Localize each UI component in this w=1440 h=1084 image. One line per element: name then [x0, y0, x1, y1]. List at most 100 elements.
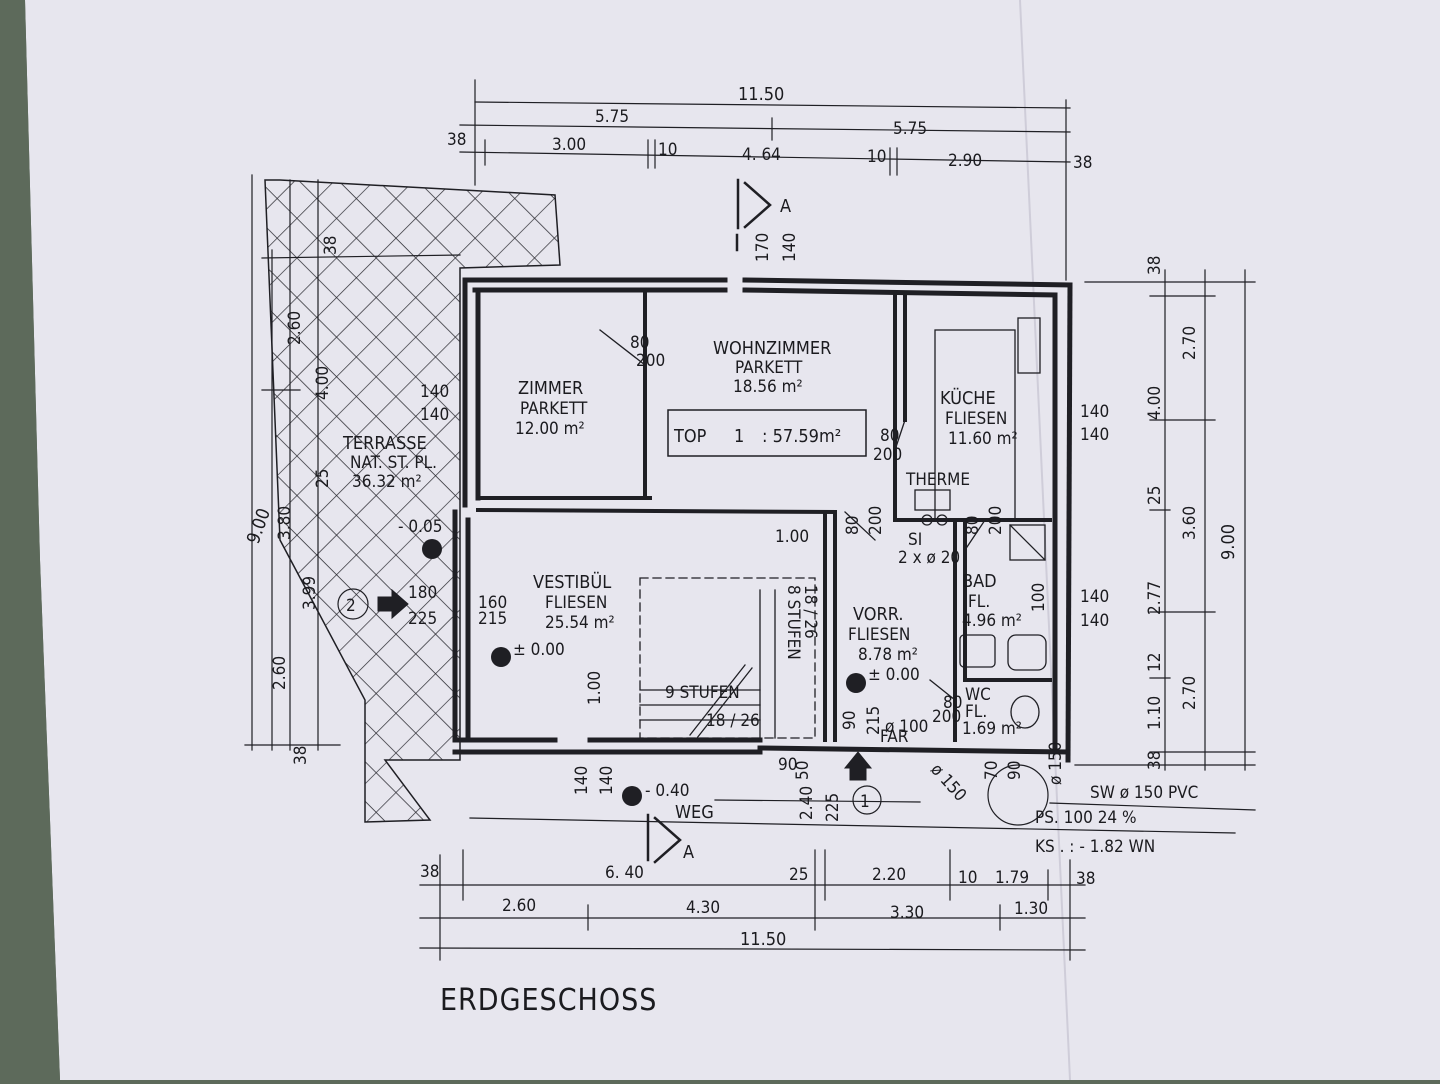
level-markers: [422, 539, 866, 806]
room-vorraum-floor: FLIESEN: [848, 625, 910, 645]
dim-top-total: 11.50: [738, 84, 784, 105]
top-number: 1: [734, 426, 744, 447]
open-v100: 1.00: [585, 671, 605, 705]
label-therme: THERME: [905, 470, 970, 490]
room-vorraum-name: VORR.: [853, 604, 904, 625]
open-w140b: 140: [420, 405, 449, 425]
dim-left-380: 3.80: [275, 506, 295, 540]
dim-bottom-10: 10: [958, 868, 977, 888]
dim-bottom-260: 2.60: [502, 896, 536, 916]
dim-bottom-640: 6. 40: [605, 863, 644, 883]
room-bad-name: BAD: [962, 571, 997, 592]
dimension-lines-left: [244, 174, 461, 751]
label-weg: WEG: [675, 802, 714, 823]
room-kueche-floor: FLIESEN: [945, 409, 1007, 429]
open-s100: 1.00: [775, 527, 809, 547]
level-vestibuel: ± 0.00: [513, 640, 565, 660]
dim-top-38a: 38: [447, 130, 466, 150]
therme-box: [914, 489, 951, 511]
section-marker-bottom: [646, 813, 682, 864]
outer-walls: [452, 277, 1073, 763]
level-terrasse: - 0.05: [398, 517, 442, 537]
dim-top-290: 2.90: [948, 151, 982, 171]
dim-right-900: 9.00: [1218, 524, 1239, 560]
open-f90: 90: [840, 711, 860, 730]
dim-right-25: 25: [1145, 486, 1165, 505]
terrace-hatch: [264, 179, 561, 823]
dim-top-38b: 38: [1073, 153, 1092, 173]
exterior-lines: [337, 588, 1256, 834]
dim-right-360: 3.60: [1180, 506, 1200, 540]
open-d200b: 200: [873, 445, 902, 465]
section-marker-label-bottom: A: [683, 842, 694, 863]
label-si: SI: [908, 530, 922, 550]
room-terrasse-floor: NAT. ST. PL.: [350, 453, 437, 473]
open-c70: 70: [982, 761, 1002, 780]
open-e140a: 140: [572, 766, 592, 795]
dim-right-270a: 2.70: [1180, 326, 1200, 360]
open-b100: 100: [1029, 583, 1049, 612]
open-d80d: 80: [963, 516, 983, 535]
open-d80a: 80: [630, 333, 649, 353]
label-si-pipe: 2 x ø 20: [898, 548, 960, 568]
room-bad-floor: FL.: [968, 592, 990, 612]
dim-bottom-179: 1.79: [995, 868, 1029, 888]
open-f215: 215: [864, 706, 884, 735]
dim-top-10a: 10: [658, 140, 677, 160]
dim-bottom-220: 2.20: [872, 865, 906, 885]
dim-bottom-430: 4.30: [686, 898, 720, 918]
dim-top-half-right: 5.75: [893, 119, 927, 139]
label-stairs-up-ratio: 18 / 26: [706, 711, 760, 731]
dim-top-464: 4. 64: [742, 145, 781, 165]
dim-left-260b: 2.60: [270, 656, 290, 690]
open-w140a: 140: [420, 382, 449, 402]
inner-walls: [475, 288, 1052, 742]
room-bad-area: 4.96 m²: [962, 611, 1022, 631]
room-vestibuel-area: 25.54 m²: [545, 613, 615, 633]
open-d200c: 200: [866, 506, 886, 535]
room-wohnzimmer-floor: PARKETT: [735, 358, 803, 378]
dimension-lines-bottom: [419, 849, 1086, 961]
open-b140b: 140: [1080, 611, 1109, 631]
dim-bottom-38b: 38: [1076, 869, 1095, 889]
open-e90: 90: [778, 755, 797, 775]
open-b140a: 140: [1080, 587, 1109, 607]
dim-right-38b: 38: [1145, 751, 1165, 770]
label-ks: KS . : - 1.82 WN: [1035, 837, 1155, 857]
room-wohnzimmer-area: 18.56 m²: [733, 377, 803, 397]
top-area: : 57.59m²: [762, 426, 841, 447]
dim-right-12: 12: [1145, 653, 1165, 672]
dim-left-25: 25: [313, 469, 333, 488]
kitchen-counter: [934, 317, 1041, 521]
open-e140b: 140: [597, 766, 617, 795]
open-d215: 215: [478, 609, 507, 629]
open-w80: 80: [943, 693, 962, 713]
label-stairs-side-ratio: 18 / 26: [800, 585, 820, 639]
room-zimmer-floor: PARKETT: [520, 399, 588, 419]
dim-right-110: 1.10: [1145, 696, 1165, 730]
room-wohnzimmer-name: WOHNZIMMER: [713, 338, 831, 359]
top-label: TOP: [673, 426, 707, 447]
room-zimmer-area: 12.00 m²: [515, 419, 585, 439]
dim-bottom-330: 3.30: [890, 903, 924, 923]
open-w200: 200: [932, 707, 961, 727]
dim-right-270b: 2.70: [1180, 676, 1200, 710]
room-kueche-area: 11.60 m²: [948, 429, 1018, 449]
open-d80c: 80: [843, 516, 863, 535]
staircase: [639, 577, 816, 739]
room-wc-floor: FL.: [965, 702, 987, 722]
paper-shadow: [0, 0, 60, 1080]
dim-top-half-left: 5.75: [595, 107, 629, 127]
label-far: FAR: [880, 727, 909, 747]
open-e50: 50: [793, 761, 813, 780]
room-terrasse-area: 36.32 m²: [352, 472, 422, 492]
level-vorraum: ± 0.00: [868, 665, 920, 685]
level-weg: - 0.40: [645, 781, 689, 801]
dim-right-277: 2.77: [1145, 581, 1165, 615]
label-stairs-up: 9 STUFEN: [665, 683, 740, 703]
open-w140: 140: [780, 233, 800, 262]
open-d200d: 200: [986, 506, 1006, 535]
dim-left-400: 4.00: [313, 366, 333, 400]
open-k140b: 140: [1080, 425, 1109, 445]
